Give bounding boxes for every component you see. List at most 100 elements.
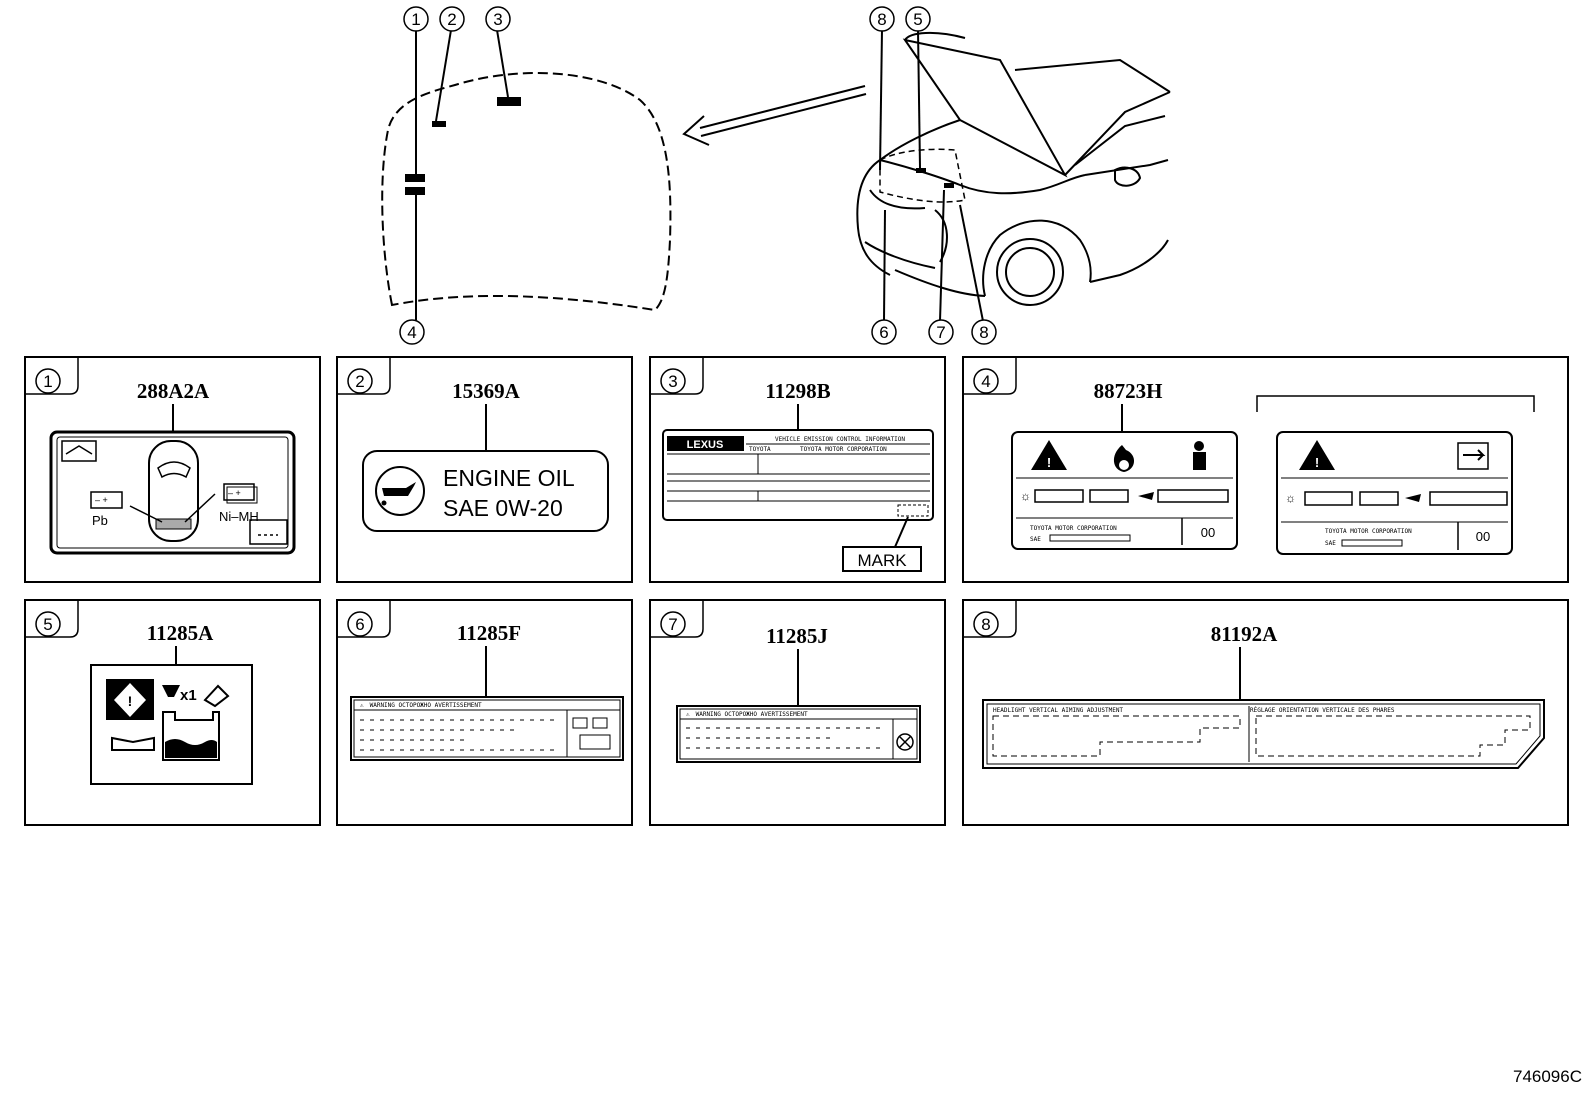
callout-1-top: 1 (403, 6, 429, 32)
svg-text:– +: – + (95, 495, 108, 505)
manual-icon (1457, 442, 1489, 470)
panel-number: 6 (355, 615, 364, 634)
panel-6: 6 11285F ⚠ WARNING ОСТОРОЖНО AVERTISSEME… (336, 599, 633, 826)
oil-can-icon (382, 482, 416, 496)
person-icon (1194, 441, 1204, 451)
label-11285A: ! x1 (90, 664, 253, 785)
hood-label-positions (405, 97, 521, 195)
svg-text:⚠ WARNING ОСТОРОЖНО AVERTISS: ⚠ WARNING ОСТОРОЖНО AVERTISSEMENT (686, 711, 808, 718)
callout-7-bottom: 7 (928, 319, 954, 345)
svg-text:TOYOTA MOTOR CORPORATION: TOYOTA MOTOR CORPORATION (1325, 528, 1412, 535)
diagram-code: 746096C (1512, 1067, 1582, 1086)
panel-number: 5 (43, 615, 52, 634)
callout-3-top: 3 (485, 6, 511, 32)
vehicle-front-drawing (856, 31, 1171, 306)
panel-number: 8 (981, 615, 990, 634)
battery-nimh-icon: – + (223, 483, 258, 504)
panel-5: 5 11285A ! x1 (24, 599, 321, 826)
label-11285F: ⚠ WARNING ОСТОРОЖНО AVERTISSEMENT (350, 696, 624, 761)
flame-icon (1113, 445, 1135, 472)
part-number: 11298B (765, 379, 830, 403)
label-88723H-a: ! ☼ TOYOTA MOTOR CORPORATION SAE 00 (1011, 431, 1238, 550)
svg-text:5: 5 (913, 10, 922, 29)
battery-icon (572, 717, 588, 729)
svg-text:⚠ WARNING ОСТОРОЖНО AVERTISS: ⚠ WARNING ОСТОРОЖНО AVERTISSEMENT (360, 702, 482, 709)
panel-number: 4 (981, 372, 990, 391)
warning-triangle-icon (1031, 440, 1067, 470)
hood-leader-lines (415, 29, 509, 320)
funnel-icon (162, 685, 180, 697)
part-number: 11285J (766, 624, 828, 648)
brand-logo: LEXUS (687, 439, 724, 451)
callout-8-bottom: 8 (971, 319, 997, 345)
svg-text:– +: – + (228, 488, 241, 498)
vehicle-leader-lines (879, 29, 984, 322)
direction-arrow (682, 85, 867, 146)
panel-number: 7 (668, 615, 677, 634)
callout-8-top: 8 (869, 6, 895, 32)
label-288A2A: – + Pb – + Ni–MH (49, 430, 296, 555)
mark-box-label: MARK (857, 551, 907, 570)
callout-5-top: 5 (905, 6, 931, 32)
panel-1: 1 288A2A – + Pb – + Ni–MH (24, 356, 321, 583)
jump-start-icon (579, 734, 611, 750)
panel-number: 3 (668, 372, 677, 391)
fan-icon (896, 733, 914, 751)
svg-text:RÉGLAGE ORIENTATION VERTICALE: RÉGLAGE ORIENTATION VERTICALE DES PHARES (1250, 706, 1395, 714)
nimh-text: Ni–MH (219, 509, 259, 524)
coolant-reservoir-icon (162, 711, 220, 761)
part-number: 88723H (1094, 379, 1163, 403)
oil-line-1: ENGINE OIL (443, 465, 575, 491)
svg-text:SAE: SAE (1325, 540, 1336, 547)
vehicle-label-markers (916, 168, 954, 188)
svg-text:3: 3 (493, 10, 502, 29)
label-11298B: LEXUS VEHICLE EMISSION CONTROL INFORMATI… (662, 429, 934, 572)
panel-number: 1 (43, 372, 52, 391)
part-number: 15369A (452, 379, 521, 403)
svg-text:TOYOTA MOTOR CORPORATION: TOYOTA MOTOR CORPORATION (800, 446, 887, 453)
part-number: 11285A (147, 621, 214, 645)
svg-text:4: 4 (407, 323, 416, 342)
part-number: 288A2A (137, 379, 210, 403)
panel-7: 7 11285J ⚠ WARNING ОСТОРОЖНО AVERTISSEME… (649, 599, 946, 826)
vehicle-hood-outline (879, 148, 966, 203)
label-11285J: ⚠ WARNING ОСТОРОЖНО AVERTISSEMENT (676, 705, 921, 763)
svg-text:6: 6 (879, 323, 888, 342)
svg-text:TOYOTA MOTOR CORPORATION: TOYOTA MOTOR CORPORATION (1030, 525, 1117, 532)
svg-text:7: 7 (936, 323, 945, 342)
battery-pb-icon: – + (90, 491, 123, 509)
svg-text:x1: x1 (180, 687, 197, 704)
oil-line-2: SAE 0W-20 (443, 495, 563, 521)
panel-8: 8 81192A HEADLIGHT VERTICAL AIMING ADJUS… (962, 599, 1569, 826)
svg-text:VEHICLE EMISSION CONTROL INFOR: VEHICLE EMISSION CONTROL INFORMATION (775, 436, 905, 443)
pb-text: Pb (92, 513, 108, 528)
warning-triangle-icon (1299, 440, 1335, 470)
svg-text:☼: ☼ (1020, 489, 1031, 503)
svg-text:HEADLIGHT VERTICAL AIMING ADJU: HEADLIGHT VERTICAL AIMING ADJUSTMENT (993, 707, 1123, 714)
callout-6-bottom: 6 (871, 319, 897, 345)
label-81192A: HEADLIGHT VERTICAL AIMING ADJUSTMENT RÉG… (982, 699, 1545, 769)
svg-text:!: ! (1315, 455, 1319, 470)
svg-text:!: ! (1047, 455, 1051, 470)
svg-text:8: 8 (979, 323, 988, 342)
svg-text:SAE: SAE (1030, 536, 1041, 543)
pitcher-icon (203, 684, 230, 708)
part-number: 11285F (457, 621, 521, 645)
svg-text:2: 2 (447, 10, 456, 29)
svg-text:1: 1 (411, 10, 420, 29)
svg-text:00: 00 (1201, 525, 1215, 540)
label-15369A: ENGINE OIL SAE 0W-20 (362, 450, 609, 532)
label-88723H-b: ! ☼ TOYOTA MOTOR CORPORATION SAE 00 (1276, 431, 1513, 555)
panel-number: 2 (355, 372, 364, 391)
manual-book-icon (111, 736, 155, 751)
callout-4-top: 4 (399, 319, 425, 345)
svg-text:!: ! (128, 693, 133, 709)
hood-drawing (381, 72, 672, 312)
panel-3: 3 11298B LEXUS VEHICLE EMISSION CONTROL … (649, 356, 946, 583)
panel-2: 2 15369A ENGINE OIL SAE 0W-20 (336, 356, 633, 583)
svg-text:☼: ☼ (1285, 491, 1296, 505)
svg-text:TOYOTA: TOYOTA (749, 446, 771, 453)
panel-4: 4 88723H ! ☼ TOYOTA MOTOR CORPORATION SA… (962, 356, 1569, 583)
part-number: 81192A (1211, 622, 1278, 646)
